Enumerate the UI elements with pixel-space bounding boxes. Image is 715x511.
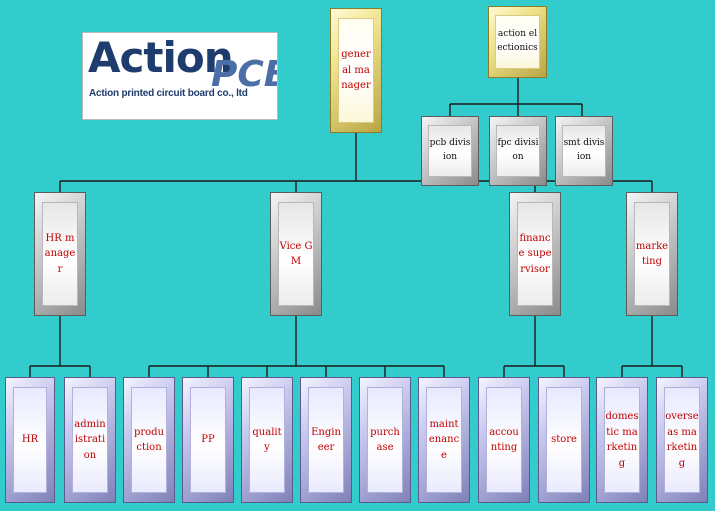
node-purchase: purchase	[359, 377, 411, 503]
node-accounting: accounting	[478, 377, 530, 503]
logo-brand-text: Action	[88, 33, 234, 82]
logo-tagline: Action printed circuit board co., ltd	[89, 88, 248, 99]
node-general-manager: general manager	[330, 8, 382, 133]
node-label: fpc division	[496, 125, 540, 177]
node-finance-supervisor: finance supervisor	[509, 192, 561, 316]
node-production: production	[123, 377, 175, 503]
node-action-electronics: action electionics	[488, 6, 547, 78]
node-label: smt division	[562, 125, 606, 177]
node-marketing: marketing	[626, 192, 678, 316]
node-overseas-marketing: overseas marketing	[656, 377, 708, 503]
node-label: accounting	[486, 387, 522, 493]
node-fpc-division: fpc division	[489, 116, 547, 186]
node-label: purchase	[367, 387, 403, 493]
node-label: finance supervisor	[517, 202, 553, 306]
node-administration: administration	[64, 377, 116, 503]
node-maintenance: maintenance	[418, 377, 470, 503]
node-smt-division: smt division	[555, 116, 613, 186]
node-label: action electionics	[495, 15, 540, 69]
node-domestic-marketing: domestic marketing	[596, 377, 648, 503]
node-label: HR	[13, 387, 47, 493]
node-store: store	[538, 377, 590, 503]
node-label: PP	[190, 387, 226, 493]
node-pcb-division: pcb division	[421, 116, 479, 186]
node-label: maintenance	[426, 387, 462, 493]
node-label: overseas marketing	[664, 387, 700, 493]
node-hr-manager: HR manager	[34, 192, 86, 316]
node-label: general manager	[338, 18, 374, 123]
node-engineer: Engineer	[300, 377, 352, 503]
node-label: Vice GM	[278, 202, 314, 306]
node-pp: PP	[182, 377, 234, 503]
node-label: production	[131, 387, 167, 493]
logo-pcb-mark: PCB	[211, 54, 277, 95]
node-label: store	[546, 387, 582, 493]
node-label: quality	[249, 387, 285, 493]
node-label: HR manager	[42, 202, 78, 306]
node-label: pcb division	[428, 125, 472, 177]
node-vice-gm: Vice GM	[270, 192, 322, 316]
node-label: domestic marketing	[604, 387, 640, 493]
node-label: Engineer	[308, 387, 344, 493]
node-label: marketing	[634, 202, 670, 306]
node-label: administration	[72, 387, 108, 493]
company-logo: Action PCB Action printed circuit board …	[82, 32, 278, 120]
node-quality: quality	[241, 377, 293, 503]
node-hr: HR	[5, 377, 55, 503]
